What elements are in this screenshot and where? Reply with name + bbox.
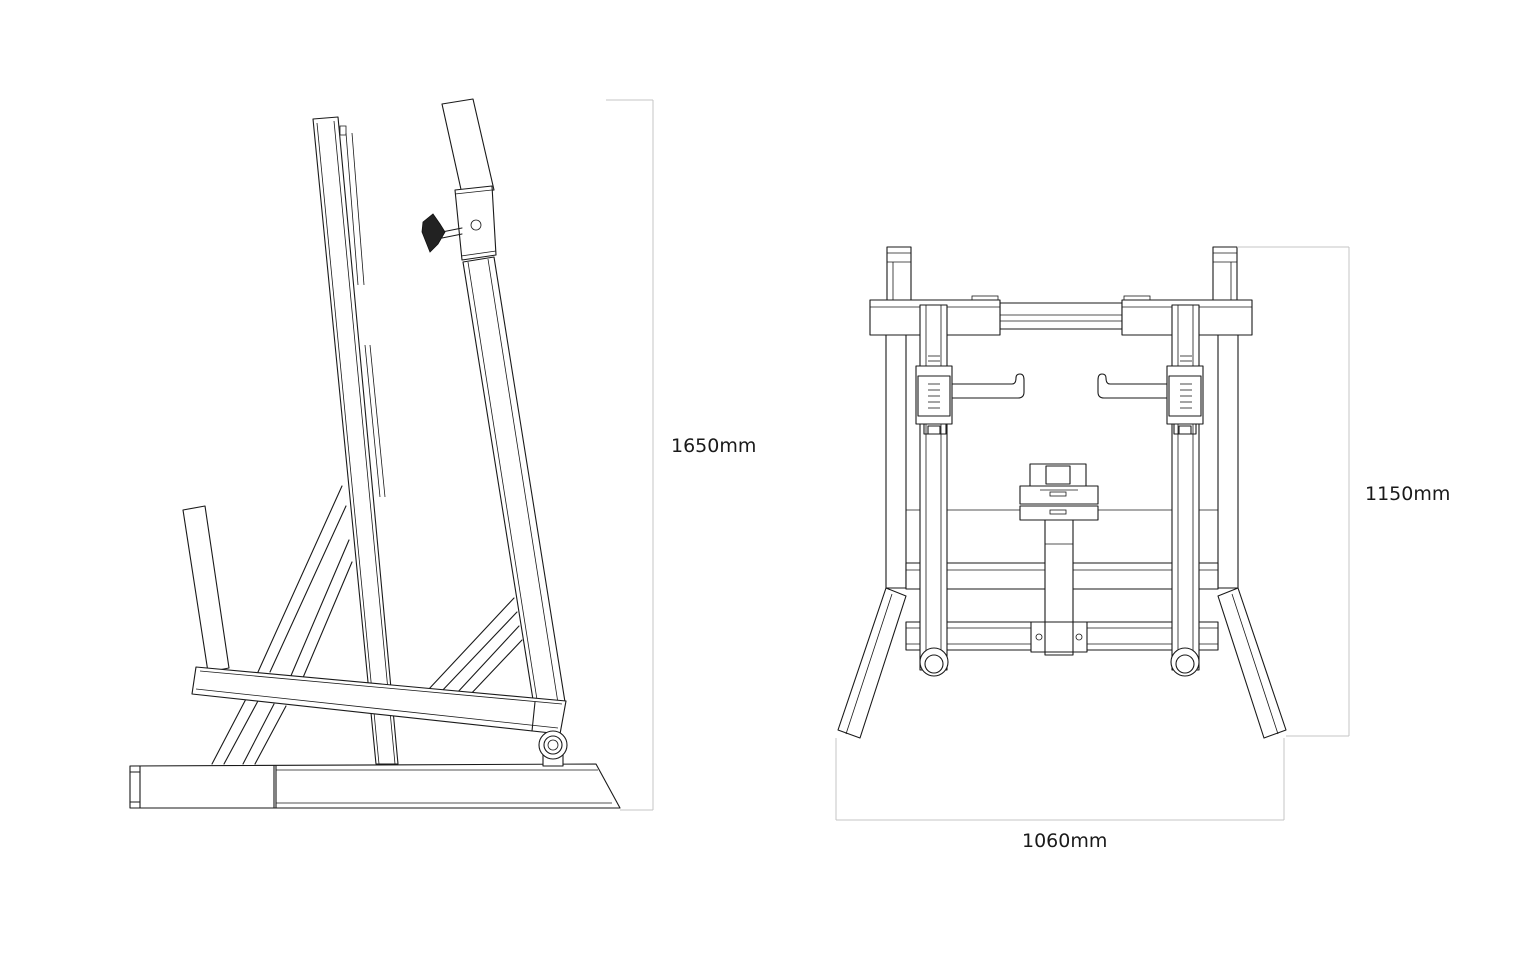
diagonal-braces bbox=[211, 485, 523, 765]
side-view bbox=[129, 98, 654, 811]
left-tall-post bbox=[312, 116, 399, 765]
height-dimension-front bbox=[1237, 246, 1350, 737]
front-width-label: 1060mm bbox=[1022, 830, 1108, 852]
frame-verticals bbox=[885, 332, 1239, 589]
splayed-legs bbox=[837, 587, 1287, 739]
j-hooks bbox=[951, 373, 1168, 399]
base-beam bbox=[129, 763, 621, 809]
center-pedal-mount bbox=[1019, 463, 1099, 656]
side-height-label: 1650mm bbox=[671, 435, 757, 457]
knob-icon bbox=[421, 213, 463, 253]
rear-short-post bbox=[182, 505, 230, 673]
height-dimension-side bbox=[606, 99, 654, 811]
right-tall-post bbox=[441, 98, 566, 707]
front-view bbox=[835, 246, 1350, 821]
right-seat-upright bbox=[1166, 304, 1204, 677]
top-posts bbox=[886, 246, 1238, 303]
pivot-wheel bbox=[538, 730, 568, 767]
front-height-label: 1150mm bbox=[1365, 483, 1451, 505]
left-seat-upright bbox=[915, 304, 953, 677]
width-dimension-front bbox=[835, 738, 1285, 821]
